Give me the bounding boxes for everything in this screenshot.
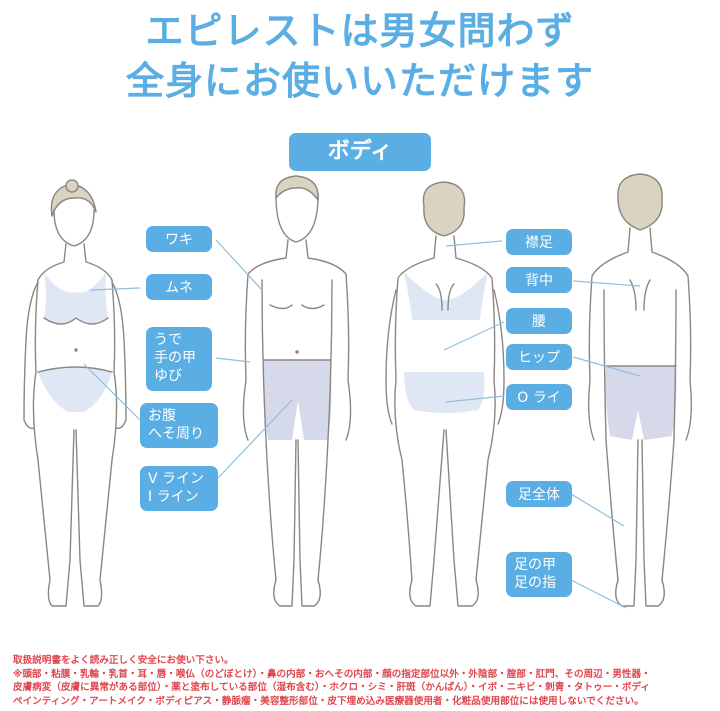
label-senaka: 背中 <box>506 267 572 293</box>
label-eriashi: 襟足 <box>506 229 572 255</box>
caution-line-3: 皮膚病変（皮膚に異常がある部位）・薬と塗布している部位（湿布含む）・ホクロ・シミ… <box>13 682 651 693</box>
leader-lines <box>83 239 641 609</box>
label-o-line: O ライン <box>506 384 572 425</box>
female-front-figure <box>23 179 127 607</box>
page-title-line2: 全身にお使いいただけます <box>125 59 594 103</box>
label-hip: ヒップ <box>506 344 572 370</box>
male-front-figure <box>242 175 352 607</box>
male-back-figure <box>587 173 693 607</box>
caution-notes: 取扱説明書をよく読み正しく安全にお使い下さい。 ※頭部・粘膜・乳輪・乳首・耳・唇… <box>13 654 713 708</box>
label-arm-hand-fingers: うで 手の甲 ゆび <box>146 327 212 391</box>
label-belly: お腹 へそ周り <box>140 403 218 448</box>
label-koshi: 腰 <box>506 308 572 334</box>
page-title-line1: エピレストは男女問わず <box>145 9 575 53</box>
label-mune: ムネ <box>146 274 212 300</box>
caution-line-1: 取扱説明書をよく読み正しく安全にお使い下さい。 <box>13 655 234 666</box>
female-back-figure <box>385 181 505 607</box>
caution-line-2: ※頭部・粘膜・乳輪・乳首・耳・唇・喉仏（のどぼとけ）・鼻の内部・おへその内部・顔… <box>13 668 651 680</box>
label-vio-line: V ライン I ライン <box>140 466 218 511</box>
label-foot-toes: 足の甲 足の指 <box>506 552 572 597</box>
section-badge-body: ボディ <box>289 133 431 171</box>
caution-line-4: ペインティング・アートメイク・ボディピアス・静脈瘤・美容整形部位・皮下埋め込み医… <box>13 695 644 707</box>
label-waki: ワキ <box>146 226 212 252</box>
label-leg: 足全体 <box>506 481 572 507</box>
